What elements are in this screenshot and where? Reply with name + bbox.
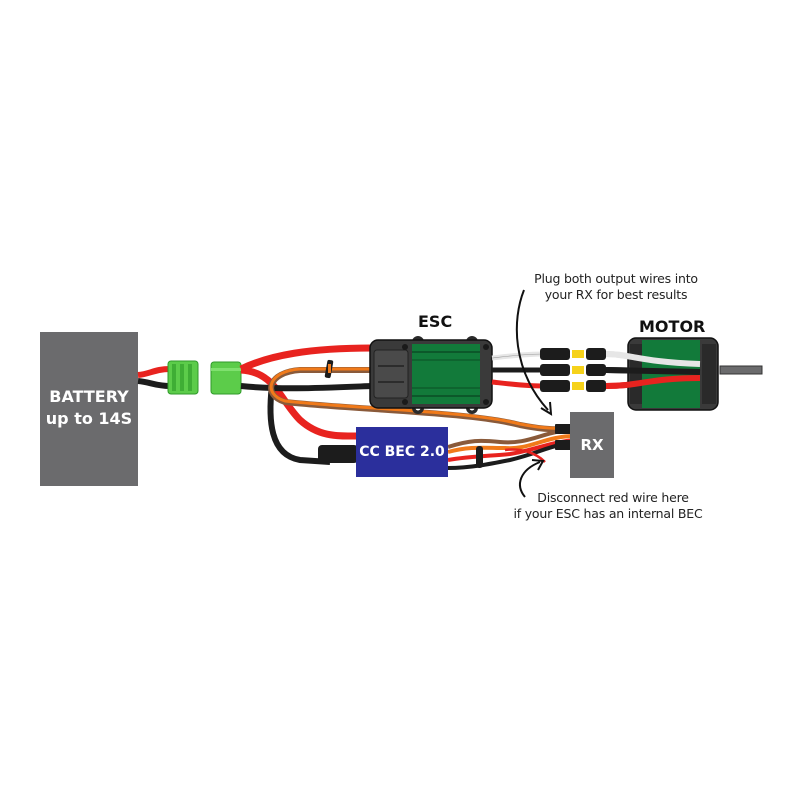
rx-box [570,412,614,478]
bec-black-input-wire [267,384,331,465]
esc-power-black-wire [240,383,373,392]
top-note-line2: your RX for best results [544,287,688,302]
esc-signal-lead-orange [269,367,576,430]
bec-box [356,427,448,477]
top-note-arrow [515,289,553,416]
esc-to-motor-wires [491,351,546,389]
rx-plug-top [555,424,571,434]
bec-input-plug [318,445,358,463]
bottom-note-line2: if your ESC has an internal BEC [513,506,703,521]
battery-label-line2: up to 14S [45,409,133,428]
battery-leads [137,366,171,389]
top-note: Plug both output wires into your RX for … [508,271,724,303]
esc-power-red-wire [239,344,373,373]
bec-label: CC BEC 2.0 [359,444,445,460]
bullet-connectors [540,348,606,392]
motor-unit [605,337,763,411]
battery-label-line1: BATTERY [49,387,129,406]
motor-label: MOTOR [639,317,706,336]
bottom-note-line1: Disconnect red wire here [537,490,689,505]
battery-box [40,332,138,486]
bec-red-input-wire [240,366,361,440]
disconnect-red-wire [504,448,546,463]
esc-connector-female [210,361,242,395]
bec-zip-tie [476,446,483,468]
esc-label: ESC [418,312,453,331]
rx-plug-bottom [555,440,571,450]
zip-tie-accent [328,364,331,373]
bottom-note: Disconnect red wire here if your ESC has… [498,490,718,522]
esc-unit [369,336,493,414]
battery-connector-male [167,360,199,395]
top-note-line1: Plug both output wires into [534,271,698,286]
rx-label: RX [580,436,604,454]
bottom-note-arrow [519,459,545,498]
battery-label: BATTERY up to 14S [40,386,138,430]
